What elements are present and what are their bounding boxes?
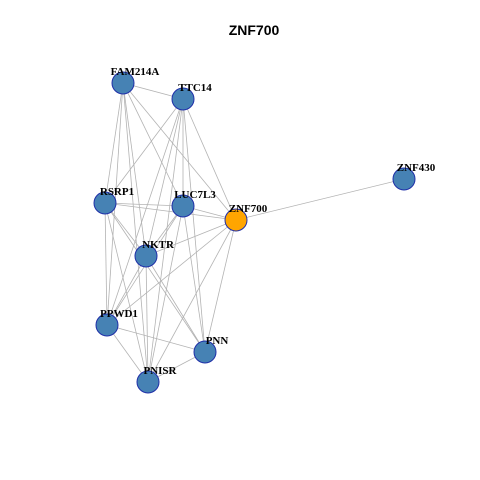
edge-znf700-ppwd1 [106, 219, 237, 326]
node-ttc14[interactable] [171, 87, 195, 111]
node-label-rsrp1: RSRP1 [100, 186, 134, 198]
edge-nktr-pnisr [145, 255, 149, 383]
node-label-ttc14: TTC14 [178, 82, 212, 94]
node-label-nktr: NKTR [142, 239, 175, 251]
edge-rsrp1-pnisr [104, 202, 149, 383]
node-rsrp1[interactable] [93, 191, 117, 215]
edge-ttc14-nktr [145, 98, 184, 257]
edge-luc7l3-pnisr [147, 205, 184, 383]
node-label-znf700: ZNF700 [229, 203, 268, 215]
edge-fam214a-znf700 [122, 82, 237, 221]
node-ppwd1[interactable] [95, 313, 119, 337]
node-label-fam214a: FAM214A [111, 66, 160, 78]
edge-ttc14-znf700 [182, 98, 237, 221]
node-luc7l3[interactable] [171, 194, 195, 218]
node-pnisr[interactable] [136, 370, 160, 394]
edge-ppwd1-pnisr [106, 324, 149, 383]
node-label-pnn: PNN [206, 335, 229, 347]
node-fam214a[interactable] [111, 71, 135, 95]
node-label-ppwd1: PPWD1 [100, 308, 138, 320]
edge-ttc14-ppwd1 [106, 98, 184, 326]
edge-layer [104, 82, 405, 383]
edge-fam214a-luc7l3 [122, 82, 184, 207]
edge-znf700-pnn [204, 219, 237, 353]
edge-rsrp1-ppwd1 [104, 202, 108, 326]
edge-znf700-nktr [145, 219, 237, 257]
edge-rsrp1-luc7l3 [104, 202, 184, 207]
node-nktr[interactable] [134, 244, 158, 268]
node-znf430[interactable] [392, 167, 416, 191]
node-znf700[interactable] [224, 208, 248, 232]
edge-ppwd1-pnn [106, 324, 206, 353]
edge-nktr-pnn [145, 255, 206, 353]
edge-ttc14-rsrp1 [104, 98, 184, 204]
edge-znf700-pnisr [147, 219, 237, 383]
edge-rsrp1-pnn [104, 202, 206, 353]
edge-fam214a-nktr [122, 82, 147, 257]
edge-ttc14-pnn [182, 98, 206, 353]
edge-nktr-ppwd1 [106, 255, 147, 326]
node-pnn[interactable] [193, 340, 217, 364]
edge-luc7l3-pnn [182, 205, 206, 353]
node-label-pnisr: PNISR [143, 365, 177, 377]
graph-title: ZNF700 [229, 22, 280, 38]
edge-fam214a-rsrp1 [104, 82, 124, 204]
node-layer [93, 71, 416, 394]
node-label-luc7l3: LUC7L3 [174, 189, 216, 201]
node-label-znf430: ZNF430 [397, 162, 436, 174]
edge-ttc14-pnisr [147, 98, 184, 383]
edge-rsrp1-znf700 [104, 202, 237, 221]
edge-znf430-znf700 [235, 178, 405, 221]
edge-fam214a-pnisr [122, 82, 149, 383]
